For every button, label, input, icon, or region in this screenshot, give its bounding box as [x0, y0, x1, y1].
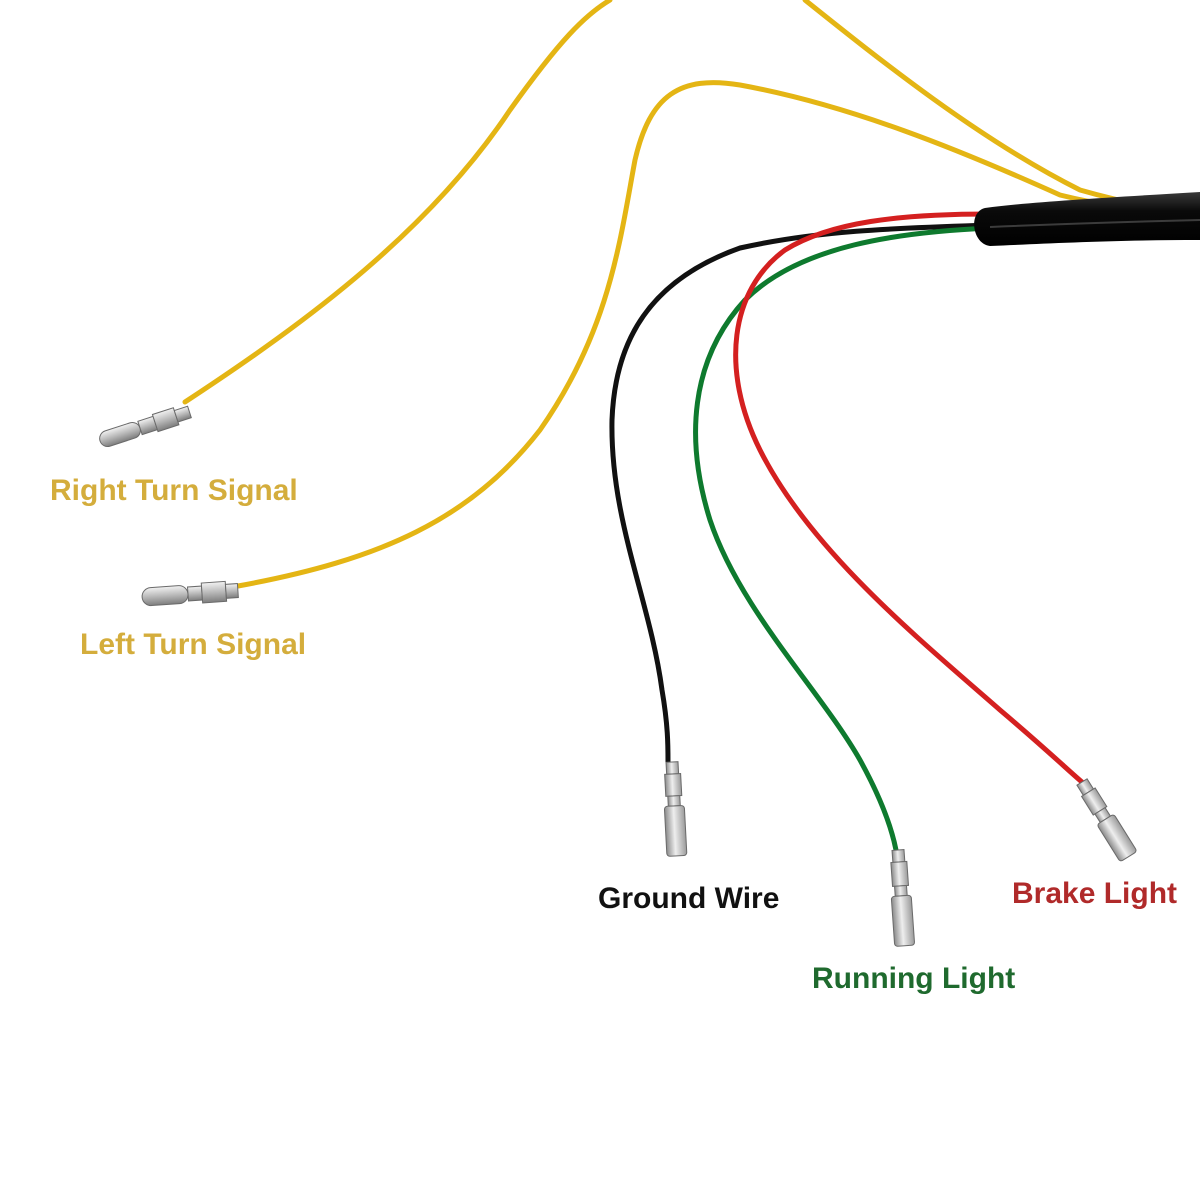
ground-wire — [609, 222, 993, 765]
left-turn-signal-wire — [235, 80, 1163, 589]
brake-light-terminal — [1076, 778, 1137, 862]
ground-wire-terminal — [663, 761, 688, 857]
right-turn-signal-terminal — [99, 405, 192, 448]
sheath-seam — [989, 219, 1200, 228]
brake-light-wire — [733, 211, 1085, 785]
brake-light-label: Brake Light — [1012, 877, 1177, 910]
left-turn-signal-label: Left Turn Signal — [80, 628, 306, 661]
running-light-terminal — [890, 849, 915, 947]
right-turn-signal-wire — [182, 0, 613, 405]
upper-yellow-wire — [802, 0, 1163, 211]
cable-sheath — [974, 192, 1200, 246]
ground-wire-label: Ground Wire — [598, 882, 779, 915]
right-turn-signal-label: Right Turn Signal — [50, 474, 298, 507]
running-light-wire — [693, 225, 993, 853]
running-light-label: Running Light — [812, 962, 1015, 995]
left-turn-signal-terminal — [141, 580, 239, 607]
